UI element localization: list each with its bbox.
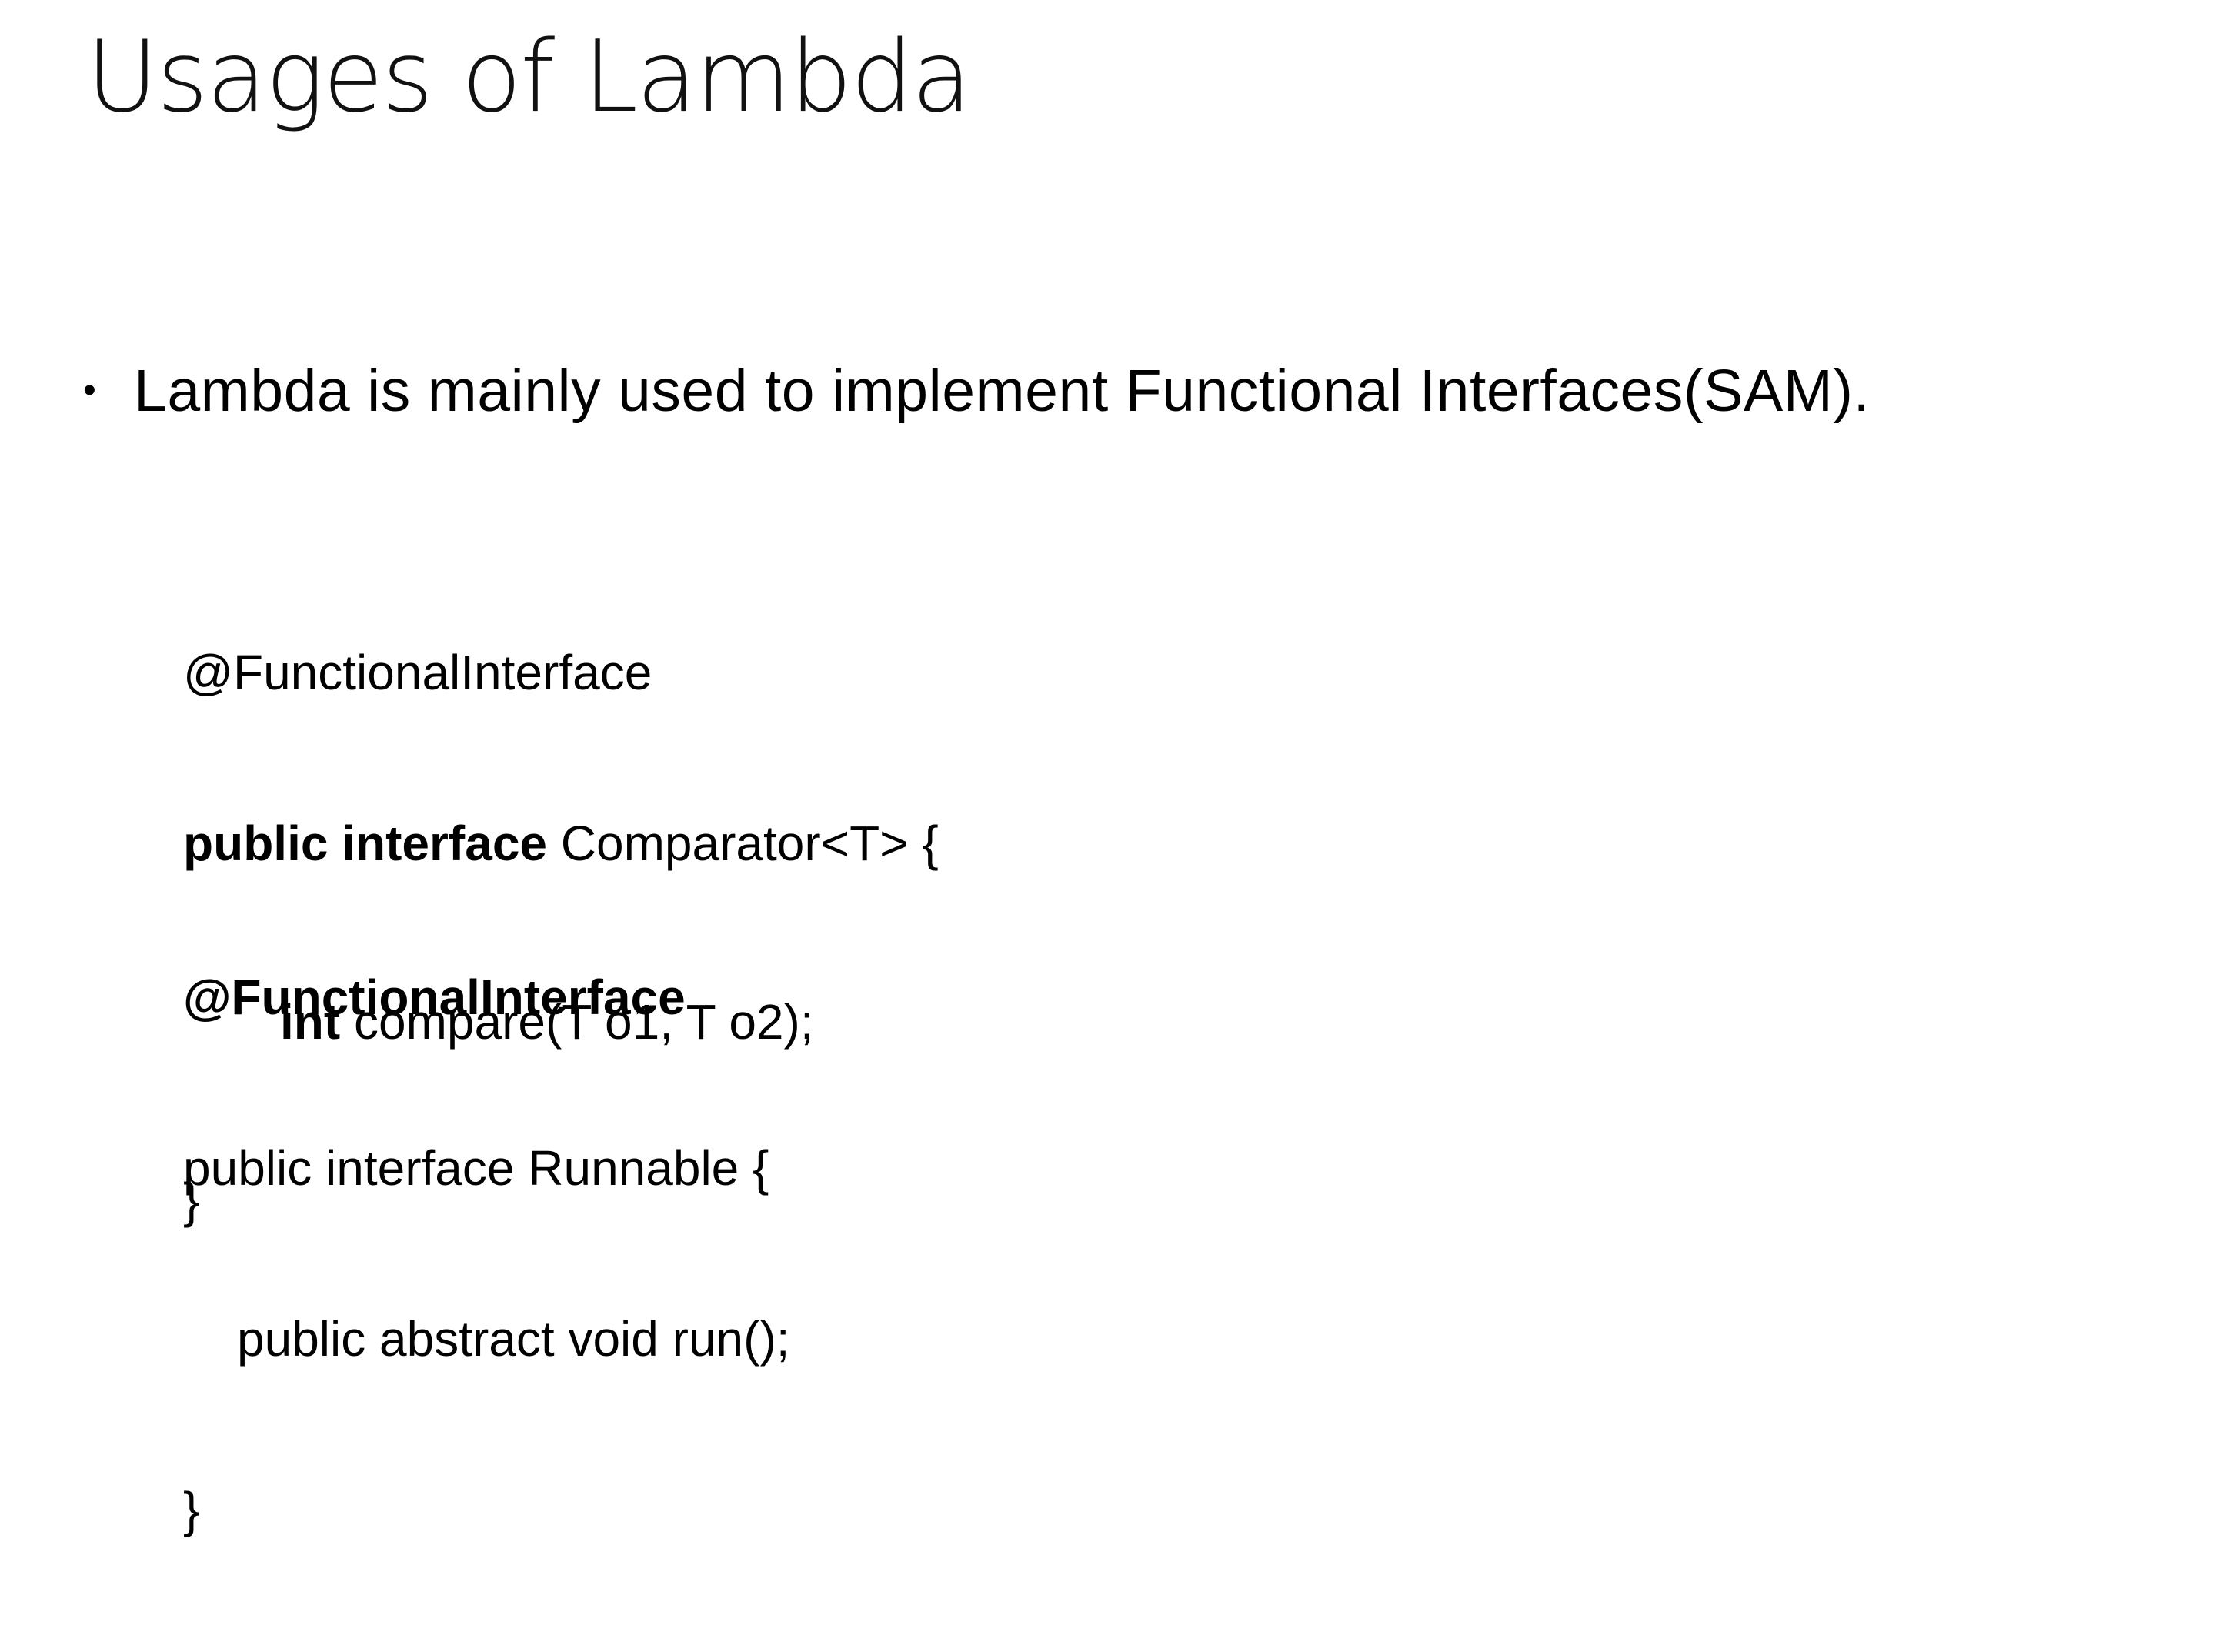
comparator-method-rest: compare(T o1, T o2); [340, 994, 814, 1050]
runnable-code-block: @FunctionalInterface public interface Ru… [183, 855, 790, 1652]
comparator-method: int compare(T o1, T o2); [183, 986, 939, 1058]
bullet-item: • Lambda is mainly used to implement Fun… [83, 352, 1870, 429]
bullet-text: Lambda is mainly used to implement Funct… [134, 358, 1871, 424]
comparator-declaration: public interface Comparator<T> { [183, 815, 939, 872]
runnable-closing-brace: } [183, 1482, 200, 1537]
comparator-annotation: @FunctionalInterface [183, 645, 652, 700]
runnable-declaration: public interface Runnable { [183, 1140, 769, 1196]
bullet-marker: • [83, 370, 96, 411]
slide-title: Usages of Lambda [86, 20, 972, 135]
runnable-annotation: @FunctionalInterface [183, 970, 686, 1025]
runnable-method: public abstract void run(); [237, 1311, 790, 1367]
comparator-declaration-rest: Comparator<T> { [547, 816, 939, 871]
slide: Usages of Lambda • Lambda is mainly used… [83, 20, 1870, 1537]
comparator-code-block: @FunctionalInterface public interface Co… [183, 530, 939, 1343]
comparator-declaration-keyword: public interface [183, 816, 547, 871]
comparator-method-keyword: int [280, 994, 341, 1050]
